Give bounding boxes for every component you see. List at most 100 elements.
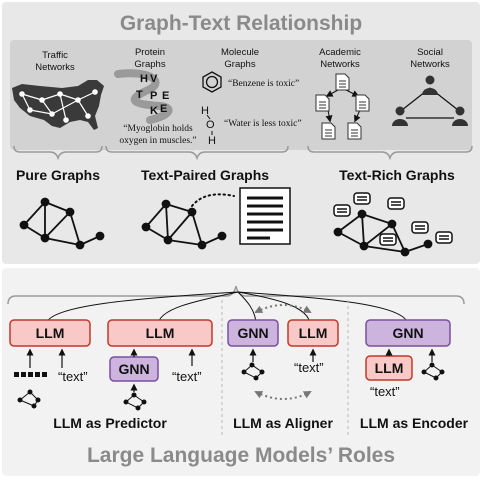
gnn-block [365,319,451,347]
protein-letter: V [150,73,158,85]
document-icon [347,122,362,140]
roles-brace [7,285,465,305]
gnn-label: GNN [118,361,149,377]
gnn-label: GNN [392,325,423,341]
protein-letter: K [150,105,158,117]
text-input-label: “text” [172,369,202,384]
small-graph-icon [241,362,265,381]
water-quote: “Water is less toxic” [224,119,302,129]
category-pure-graphs: Pure Graphs [16,167,100,183]
brace-text-rich [307,145,473,161]
social-networks-column: Social Networks [392,47,468,126]
chat-bubble-icon [379,233,397,246]
encoder-section: GNN LLM “text” LLM as Encoder [360,319,469,431]
traffic-label-line1: Traffic [42,50,68,61]
llm-label: LLM [375,360,404,376]
aligner-section: GNN LLM “text” LLM as Aligner [227,304,339,431]
text-paired-graph-icon [141,199,227,250]
protein-letter: T [136,89,143,101]
academic-label-line2: Networks [320,59,360,70]
person-icon [422,75,438,95]
protein-graphs-column: Protein Graphs H V T P E K E “Myoglobin … [114,47,197,146]
benzene-ring-icon [202,71,222,93]
llm-label: LLM [146,325,175,341]
top-braces [13,145,473,161]
person-icons [392,75,468,126]
text-input-label: “text” [294,360,324,375]
pure-graph-icon [19,197,105,250]
up-arrows [249,348,317,362]
small-graph-icon [123,392,147,411]
chat-bubble-icon [353,192,371,205]
text-input-label: “text” [58,369,88,384]
role-aligner-label: LLM as Aligner [233,415,333,431]
social-label-line1: Social [417,47,443,58]
protein-letter: E [160,103,167,115]
document-icons [315,73,370,140]
title: Graph-Text Relationship [120,12,362,35]
gnn-block [227,319,279,347]
predictor-section: LLM “text” LLM GNN “text” LLM as Predict… [9,319,213,431]
molecule-label-line2: Graphs [224,59,255,70]
bottom-title: Large Language Models’ Roles [87,444,395,467]
text-input-label: “text” [370,384,400,399]
align-arrow-top [254,304,312,313]
align-arrow-bottom [254,391,312,400]
atom-h: H [201,105,209,117]
up-arrows [26,348,66,368]
llm-label: LLM [36,325,65,341]
text-rich-graph-icon [333,192,453,257]
brace-text-paired [105,145,289,161]
academic-networks-column: Academic Networks [315,47,370,140]
atom-o: O [206,119,215,131]
category-text-paired-graphs: Text-Paired Graphs [141,167,269,183]
document-icon [321,122,336,140]
llm-block [287,319,339,347]
llm-block-2 [107,319,213,347]
molecule-graphs-column: Molecule Graphs “Benzene is toxic” H O H… [201,47,302,147]
myoglobin-quote-line2: oxygen in muscles.” [119,136,196,146]
document-icon [315,94,330,112]
person-icon [452,106,468,126]
molecule-label-line1: Molecule [221,47,259,58]
protein-label-line2: Graphs [134,59,165,70]
small-graph-icon [421,362,445,381]
protein-ribbon-icon [114,69,173,124]
chat-bubble-icon [333,204,351,217]
document-icon-large [239,187,291,245]
atom-h: H [208,135,216,147]
brace-pure [13,145,103,161]
chat-bubble-icon [435,231,453,244]
llm-block-1 [9,319,91,347]
protein-letter: P [150,90,157,102]
role-encoder-label: LLM as Encoder [360,415,469,431]
document-icon [335,73,350,91]
category-text-rich-graphs: Text-Rich Graphs [339,167,455,183]
chat-bubble-icon [411,221,429,234]
chat-bubble-icon [387,197,405,210]
protein-chain: H V T P E K E [136,73,169,117]
traffic-label-line2: Networks [35,62,75,73]
myoglobin-quote-line1: “Myoglobin holds [123,124,193,134]
protein-label-line1: Protein [135,47,165,58]
small-graph-icon [17,389,41,409]
chat-bubble-icons [333,192,453,246]
up-arrows [130,348,196,366]
role-predictor-label: LLM as Predictor [53,415,167,431]
gnn-label: GNN [237,325,268,341]
protein-letter: E [162,90,169,102]
document-icon [355,94,370,112]
benzene-quote: “Benzene is toxic” [228,79,299,89]
pairing-dotted-link [191,193,235,207]
social-label-line2: Networks [410,59,450,70]
person-icon [392,106,408,126]
token-sequence-icon [14,372,47,377]
academic-label-line1: Academic [319,47,361,58]
traffic-route-graph [19,89,98,123]
llm-label: LLM [299,325,328,341]
usa-map-icon [12,80,104,130]
up-arrows [385,348,436,362]
water-molecule-icon: H O H [201,105,216,147]
